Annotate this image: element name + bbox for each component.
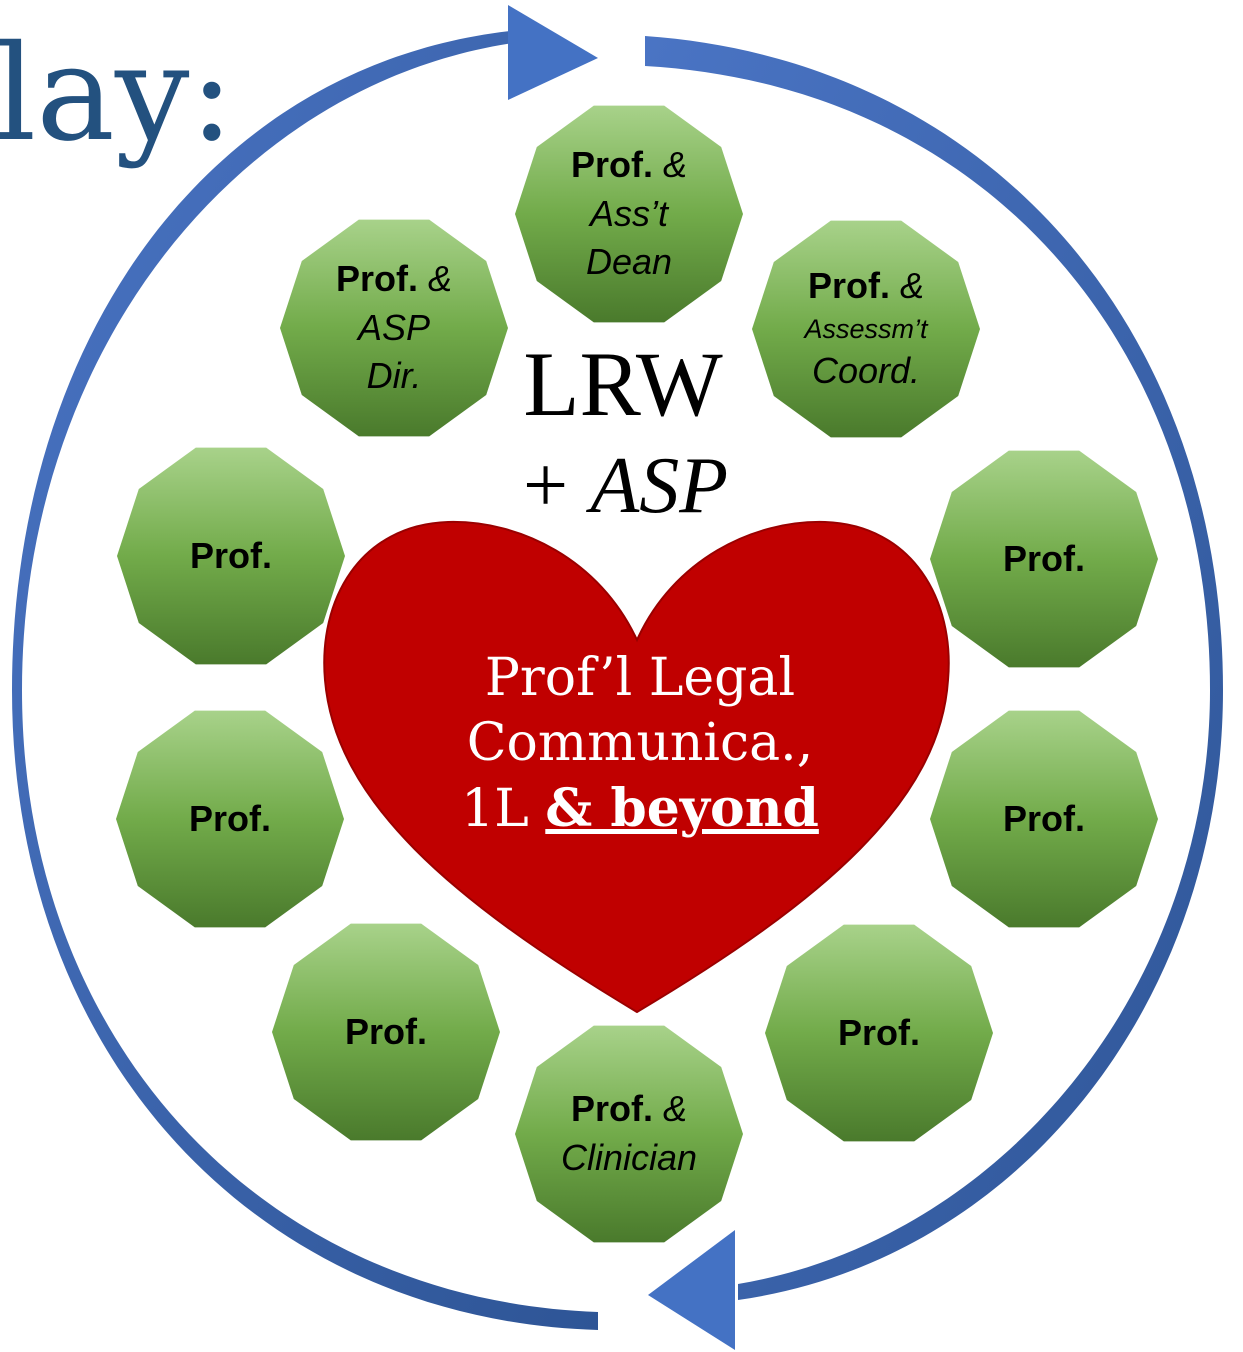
node-upper-right-line-3: Coord. xyxy=(811,350,921,392)
node-upper-right-line-2: Assessm’t xyxy=(804,313,928,344)
decagon-polygon xyxy=(930,710,1158,928)
heart-line-3-prefix: 1L xyxy=(461,779,546,839)
node-mid-right-1-label: Prof. xyxy=(1002,537,1085,579)
center-label-asp: + ASP xyxy=(517,442,729,530)
node-upper-left-amp: & xyxy=(418,258,453,300)
node-top-line-1: Prof. & xyxy=(571,141,687,190)
decagon-polygon xyxy=(515,105,743,323)
node-mid-right-1: Prof. xyxy=(928,443,1160,675)
node-mid-right-2-label: Prof. xyxy=(1002,797,1085,839)
decagon-shape xyxy=(515,105,743,323)
node-upper-right-line-1: Prof. & xyxy=(804,262,927,311)
decagon-polygon xyxy=(280,219,508,437)
node-lower-left-label: Prof. xyxy=(344,1010,427,1052)
decagon-polygon xyxy=(752,220,980,438)
node-bottom: Prof. & Clinician xyxy=(513,1018,745,1250)
decagon-polygon xyxy=(765,924,993,1142)
node-mid-left-2-label: Prof. xyxy=(188,797,271,839)
node-top-prof: Prof. xyxy=(570,144,653,186)
node-top-line-2: Ass’t xyxy=(589,192,668,234)
node-top: Prof. & Ass’t Dean xyxy=(513,98,745,330)
heart-line-3: 1L & beyond xyxy=(390,776,890,842)
node-mid-left-1-label: Prof. xyxy=(189,534,272,576)
node-mid-right-2: Prof. xyxy=(928,703,1160,935)
node-upper-left-line-3: Dir. xyxy=(366,355,422,397)
heart-shape xyxy=(323,520,950,1014)
heart-line-2: Communica., xyxy=(466,713,814,773)
node-top-amp: & xyxy=(653,144,688,186)
decagon-shape xyxy=(117,447,345,665)
node-bottom-prof: Prof. xyxy=(570,1088,653,1130)
center-label-lrw: LRW xyxy=(523,333,723,435)
decagon-shape xyxy=(930,710,1158,928)
decagon-shape xyxy=(752,220,980,438)
node-lower-right: Prof. xyxy=(763,917,995,1149)
node-upper-left: Prof. & ASP Dir. xyxy=(278,212,510,444)
slide-title-fragment: lay: xyxy=(0,17,234,171)
decagon-shape xyxy=(765,924,993,1142)
node-mid-left-1: Prof. xyxy=(115,440,347,672)
decagon-shape xyxy=(272,923,500,1141)
top-arrowhead xyxy=(508,5,598,100)
decagon-polygon xyxy=(930,450,1158,668)
decagon-shape xyxy=(280,219,508,437)
decagon-polygon xyxy=(116,710,344,928)
decagon-shape xyxy=(116,710,344,928)
node-top-line-3: Dean xyxy=(585,241,673,283)
node-bottom-line-1: Prof. & xyxy=(561,1085,697,1134)
node-upper-right-prof: Prof. xyxy=(807,265,890,307)
decagon-polygon xyxy=(515,1025,743,1243)
node-upper-left-prof: Prof. xyxy=(335,258,418,300)
node-bottom-line-2: Clinician xyxy=(560,1137,698,1178)
heart-line-3-emphasis: & beyond xyxy=(545,778,819,839)
decagon-shape xyxy=(515,1025,743,1243)
node-bottom-amp: & xyxy=(653,1088,688,1130)
node-mid-left-2: Prof. xyxy=(114,703,346,935)
heart-label: Prof’l Legal Communica., 1L & beyond xyxy=(390,646,890,842)
heart-line-1: Prof’l Legal xyxy=(484,648,796,708)
decagon-polygon xyxy=(272,923,500,1141)
node-lower-left: Prof. xyxy=(270,916,502,1148)
bottom-arrowhead xyxy=(648,1230,735,1350)
decagon-polygon xyxy=(117,447,345,665)
node-upper-left-line-1: Prof. & xyxy=(336,255,452,304)
node-lower-right-label: Prof. xyxy=(837,1011,920,1053)
node-upper-right-amp: & xyxy=(890,265,925,307)
node-upper-right: Prof. & Assessm’t Coord. xyxy=(750,213,982,445)
decagon-shape xyxy=(930,450,1158,668)
node-upper-left-line-2: ASP xyxy=(357,306,431,348)
